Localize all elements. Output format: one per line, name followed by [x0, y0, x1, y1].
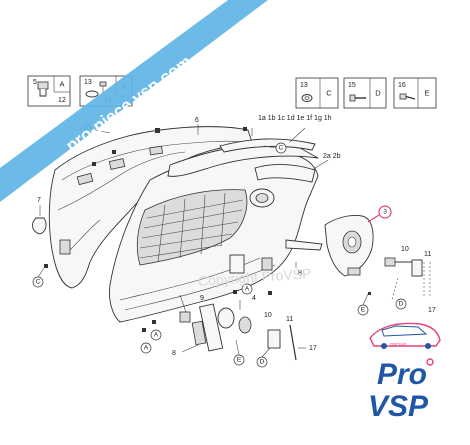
callout-10a: 10: [264, 312, 272, 319]
callout-row-2: 2a 2b: [323, 153, 341, 160]
right-mounting-hardware: [384, 257, 431, 301]
copyright-watermark: Copyright ProVSP: [197, 265, 311, 289]
callout-7: 7: [37, 197, 41, 204]
scattered-fasteners: [44, 127, 371, 332]
circle-callout-a-2: A: [150, 329, 162, 341]
circle-callout-a-1: A: [241, 283, 253, 295]
nut-icon: [301, 94, 313, 102]
screw-icon: [399, 93, 416, 100]
circle-callout-d-2: D: [395, 298, 407, 310]
svg-text:D: D: [260, 359, 265, 366]
callout-row-1: 1a 1b 1c 1d 1e 1f 1g 1h: [258, 115, 332, 122]
car-silhouette-icon: [369, 322, 441, 349]
side-bracket-part-3: 3: [324, 205, 392, 277]
bumper-reinforcement-panel: [48, 126, 253, 289]
grille-slats: [139, 192, 244, 263]
callout-8a: 8: [298, 270, 302, 277]
centre-bracket-hardware: [179, 239, 323, 361]
circle-callout-c-top: C: [263, 142, 287, 154]
callout-numbers: 1a 1b 1c 1d 1e 1f 1g 1h 2a 2b 6 7 8 8 9 …: [37, 115, 436, 357]
callout-6: 6: [195, 117, 199, 124]
legend-c-letter: C: [326, 89, 332, 98]
legend-e-letter: E: [424, 89, 429, 98]
callout-8b: 8: [172, 350, 176, 357]
left-clip-part-7: [32, 205, 47, 235]
circle-callout-a-3: A: [140, 342, 152, 354]
callout-4: 4: [252, 295, 256, 302]
part-3-callout-ring: [378, 205, 392, 219]
callout-11a: 11: [286, 316, 293, 323]
svg-text:A: A: [144, 345, 149, 352]
legend-d-letter: D: [375, 89, 381, 98]
callout-11b: 11: [424, 251, 431, 258]
logo-line-2: VSP: [368, 390, 429, 423]
legend-d-num-1: 15: [348, 82, 356, 89]
circle-callout-e-1: E: [233, 339, 245, 366]
svg-text:A: A: [154, 332, 159, 339]
fog-lamp-housing: [249, 188, 275, 208]
svg-text:C: C: [36, 279, 41, 286]
callout-17a: 17: [309, 345, 317, 352]
legend-a-letter: A: [59, 80, 64, 89]
part-3-label: 3: [383, 209, 387, 216]
screw-washer-icon: [85, 81, 107, 98]
provsp-logo: GROUP Pro VSP: [368, 322, 441, 423]
legend-c-num-1: 13: [300, 82, 308, 89]
svg-text:A: A: [245, 286, 250, 293]
svg-text:D: D: [399, 301, 404, 308]
callout-17b: 17: [428, 307, 436, 314]
legend-e-num-1: 16: [398, 82, 406, 89]
lower-grille-insert: [254, 159, 329, 183]
logo-group-tag: GROUP: [390, 342, 407, 347]
legend-box-c: C 13: [295, 77, 339, 109]
circle-callout-e-2: E: [357, 293, 369, 316]
legend-b-num-1: 13: [84, 79, 92, 86]
callout-9: 9: [200, 295, 204, 302]
svg-text:C: C: [279, 145, 284, 152]
circle-callout-c-left: C: [32, 267, 45, 288]
callout-10b: 10: [401, 246, 409, 253]
clip-fastener-icon: [37, 81, 49, 97]
logo-line-1: Pro: [377, 358, 427, 391]
svg-text:E: E: [237, 357, 242, 364]
logo-accent-dot: [426, 358, 434, 366]
svg-text:E: E: [361, 307, 366, 314]
legend-a-num-1: 5: [33, 79, 37, 86]
legend-box-e: E 16: [393, 77, 437, 109]
legend-box-a: A 5 12: [27, 75, 71, 107]
legend-box-d: D 15: [343, 77, 387, 109]
legend-a-num-2: 12: [58, 97, 66, 104]
circle-callout-d-1: D: [256, 347, 271, 368]
bolt-icon: [349, 94, 366, 102]
